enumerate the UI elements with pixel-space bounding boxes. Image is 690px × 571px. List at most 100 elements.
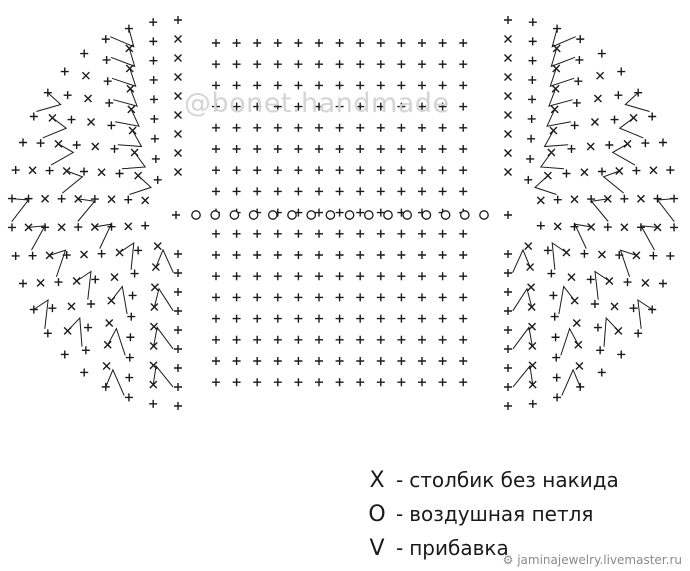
sc-stitch [551, 333, 560, 342]
sc-stitch [253, 251, 262, 259]
increase-v [115, 109, 140, 127]
sc-stitch [418, 145, 426, 153]
sc-stitch [212, 145, 220, 153]
sc-stitch [294, 81, 303, 90]
sc-stitch [335, 145, 344, 153]
sc-stitch [273, 166, 282, 175]
sc-stitch [552, 353, 561, 362]
sc-stitch [504, 383, 512, 391]
increase-v [36, 92, 62, 112]
sc-stitch [574, 77, 583, 86]
sc-stitch [376, 102, 385, 111]
sc-stitch [572, 319, 581, 328]
sc-stitch [174, 250, 182, 258]
sc-stitch [376, 293, 385, 302]
sc-stitch [150, 303, 159, 312]
sc-stitch [110, 273, 119, 282]
increase-v [550, 48, 576, 68]
sc-stitch [528, 322, 537, 331]
sc-stitch [315, 251, 323, 259]
sc-stitch [586, 142, 595, 151]
sc-stitch [553, 195, 562, 204]
increase-v [602, 170, 625, 194]
sc-stitch [397, 123, 406, 132]
sc-stitch [397, 187, 406, 196]
sc-stitch [90, 195, 99, 204]
sc-stitch [335, 357, 344, 365]
sc-stitch [418, 81, 426, 90]
sc-stitch [253, 378, 262, 387]
sc-stitch [80, 167, 89, 176]
increase-v [94, 223, 113, 249]
sc-stitch [524, 242, 533, 251]
sc-stitch [376, 187, 385, 196]
sc-stitch [41, 194, 50, 203]
sc-stitch [107, 195, 116, 204]
legend-label: воздушная петля [409, 502, 594, 526]
sc-stitch [528, 95, 537, 104]
legend-separator: - [396, 536, 404, 560]
sc-stitch [253, 123, 262, 132]
sc-stitch [356, 229, 365, 238]
sc-stitch [273, 60, 282, 69]
sc-stitch [124, 195, 133, 204]
sc-stitch [149, 37, 158, 46]
sc-stitch [658, 138, 667, 147]
sc-stitch [335, 378, 344, 387]
sc-stitch [335, 60, 344, 69]
sc-stitch [212, 272, 220, 281]
increase-v [619, 249, 637, 278]
sc-stitch [232, 378, 241, 387]
sc-stitch [294, 251, 303, 259]
sc-stitch [649, 166, 658, 175]
sc-stitch [110, 144, 119, 153]
sc-stitch [335, 272, 344, 281]
sc-stitch [232, 166, 241, 175]
sc-stitch [294, 293, 303, 302]
sc-stitch [80, 250, 89, 259]
sc-stitch [97, 168, 106, 177]
sc-stitch [36, 278, 45, 287]
sc-stitch [438, 229, 447, 238]
sc-stitch [552, 64, 561, 73]
sc-stitch [504, 345, 512, 353]
sc-stitch [174, 35, 182, 43]
sc-stitch [549, 291, 558, 300]
sc-stitch [397, 102, 406, 111]
increase-v [512, 326, 533, 350]
sc-stitch [315, 229, 323, 238]
sc-stitch [418, 229, 426, 238]
sc-stitch [315, 123, 323, 132]
sc-stitch [24, 194, 33, 203]
sc-stitch [397, 314, 406, 323]
sc-stitch [315, 187, 323, 196]
sc-stitch [29, 112, 38, 121]
increase-v [153, 326, 174, 350]
sc-stitch [397, 378, 406, 387]
sc-stitch [273, 357, 282, 365]
sc-stitch [376, 123, 385, 132]
sc-stitch [67, 115, 76, 124]
sc-stitch [438, 60, 447, 69]
sc-stitch [232, 145, 241, 153]
sc-stitch [504, 16, 512, 24]
increase-v [551, 28, 576, 48]
sc-stitch [212, 251, 220, 259]
sc-stitch [103, 77, 112, 86]
sc-stitch [376, 314, 385, 323]
sc-stitch [174, 54, 182, 62]
increase-v [656, 198, 675, 223]
sc-stitch [128, 291, 137, 300]
sc-stitch [36, 139, 45, 148]
sc-stitch [97, 249, 106, 258]
sc-stitch [253, 39, 262, 47]
sc-stitch [666, 251, 675, 260]
sc-stitch [273, 293, 282, 302]
sc-stitch [273, 123, 282, 132]
sc-stitch [294, 314, 303, 323]
sc-stitch [335, 229, 344, 238]
sc-stitch [294, 166, 303, 175]
sc-stitch [232, 60, 241, 69]
sc-stitch [550, 312, 559, 321]
sc-stitch [60, 67, 69, 76]
